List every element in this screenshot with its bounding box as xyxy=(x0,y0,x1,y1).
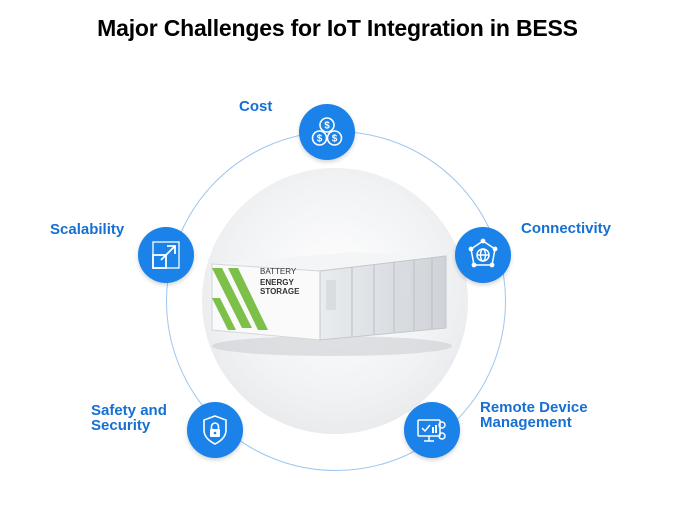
label-line: Management xyxy=(480,414,572,431)
page-title: Major Challenges for IoT Integration in … xyxy=(97,15,578,41)
svg-text:$: $ xyxy=(317,134,323,145)
label-line: Safety and xyxy=(91,402,167,419)
challenge-node-remote-device-management xyxy=(404,402,460,458)
monitor-settings-icon xyxy=(417,419,446,442)
battery-container-image: BATTERY ENERGY STORAGE xyxy=(211,252,452,356)
label-line: Security xyxy=(91,417,151,434)
center-image: BATTERY ENERGY STORAGE xyxy=(202,168,468,434)
challenge-label-safety-security: Safety and Security xyxy=(91,403,167,433)
network-globe-icon xyxy=(468,238,498,268)
container-label-energy: ENERGY xyxy=(260,278,294,287)
challenge-node-safety-security xyxy=(187,402,243,458)
challenge-label-remote-device-management: Remote Device Management xyxy=(480,400,588,430)
svg-text:$: $ xyxy=(332,134,338,145)
shield-lock-icon xyxy=(203,415,227,445)
svg-text:$: $ xyxy=(324,121,330,132)
label-line: Remote Device xyxy=(480,399,588,416)
challenge-node-connectivity xyxy=(455,227,511,283)
scale-arrow-icon xyxy=(152,241,180,269)
container-label-battery: BATTERY xyxy=(260,267,297,276)
challenge-node-cost: $$$ xyxy=(299,104,355,160)
container-label-storage: STORAGE xyxy=(260,287,300,296)
challenge-label-cost: Cost xyxy=(239,98,273,115)
challenge-label-connectivity: Connectivity xyxy=(521,220,612,237)
challenge-node-scalability xyxy=(138,227,194,283)
challenge-label-scalability: Scalability xyxy=(50,221,125,238)
dollar-coins-icon: $$$ xyxy=(311,117,343,146)
